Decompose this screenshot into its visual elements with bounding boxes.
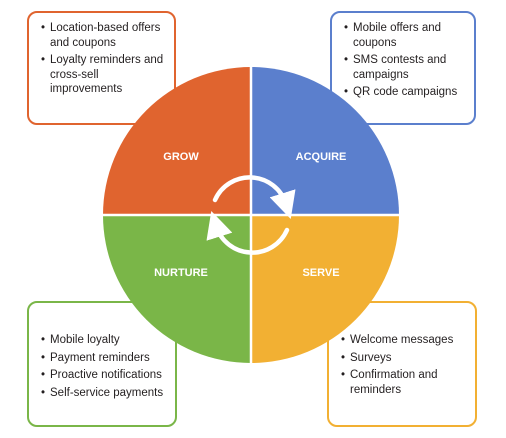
acquire-callout-list: •Mobile offers and coupons •SMS contests…	[344, 21, 464, 100]
callout-list-item: •Mobile offers and coupons	[344, 22, 442, 49]
callout-list-item: •Self-service payments	[41, 386, 164, 399]
callout-list-item: •QR code campaigns	[344, 86, 458, 98]
callout-list-item: •Location-based offers and coupons	[41, 22, 161, 49]
grow-quadrant	[103, 67, 251, 215]
callout-list-item: •Mobile loyalty	[41, 334, 120, 346]
serve-quadrant	[251, 215, 399, 363]
nurture-callout-box: •Mobile loyalty •Payment reminders •Proa…	[27, 301, 177, 427]
callout-list-item: •SMS contests and campaigns	[344, 54, 447, 81]
grow-callout-list: •Location-based offers and coupons •Loya…	[41, 21, 164, 97]
grow-callout-box: •Location-based offers and coupons •Loya…	[27, 11, 176, 125]
serve-label: SERVE	[302, 267, 339, 279]
grow-label: GROW	[163, 151, 199, 163]
callout-list-item: •Surveys	[341, 351, 392, 364]
acquire-callout-box: •Mobile offers and coupons •SMS contests…	[330, 11, 476, 125]
cycle-arrow-top-icon	[212, 175, 296, 220]
callout-list-item: •Proactive notifications	[41, 369, 162, 381]
callout-list-item: •Confirmation and reminders	[341, 369, 438, 396]
acquire-label: ACQUIRE	[296, 151, 347, 163]
serve-callout-list: •Welcome messages •Surveys •Confirmation…	[341, 333, 465, 397]
callout-list-item: •Payment reminders	[41, 351, 150, 364]
acquire-quadrant	[251, 67, 399, 215]
callout-list-item: •Loyalty reminders and cross-sell improv…	[41, 54, 164, 95]
nurture-quadrant	[103, 215, 251, 363]
cycle-arrow-bottom-icon	[206, 210, 290, 255]
nurture-callout-list: •Mobile loyalty •Payment reminders •Proa…	[41, 333, 165, 400]
nurture-label: NURTURE	[154, 267, 208, 279]
callout-list-item: •Welcome messages	[341, 334, 454, 346]
